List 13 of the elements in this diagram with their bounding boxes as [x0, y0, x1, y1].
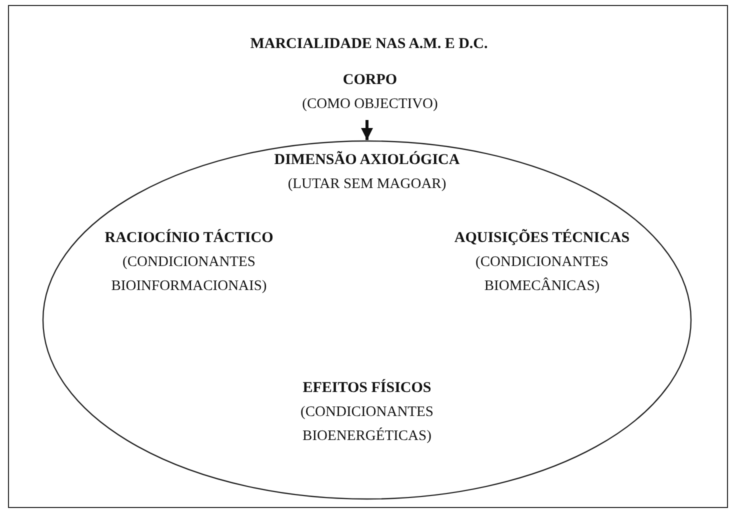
- heading-text: AQUISIÇÕES TÉCNICAS: [454, 230, 630, 247]
- heading-text: EFEITOS FÍSICOS: [302, 380, 432, 397]
- heading-text: RACIOCÍNIO TÁCTICO: [104, 230, 274, 247]
- heading-text: CORPO: [342, 72, 398, 89]
- diagram-title: MARCIALIDADE NAS A.M. E D.C.: [249, 36, 489, 53]
- subtitle-text: (CONDICIONANTES BIOENERGÉTICAS): [300, 403, 434, 446]
- subtitle-text: (CONDICIONANTES BIOMECÂNICAS): [474, 253, 610, 296]
- subtitle-text: (CONDICIONANTES BIOINFORMACIONAIS): [110, 253, 268, 296]
- arrow: [361, 120, 373, 140]
- subtitle-text: (LUTAR SEM MAGOAR): [288, 175, 446, 194]
- ellipse-shape: [42, 140, 692, 500]
- subtitle-text: (COMO OBJECTIVO): [302, 95, 438, 114]
- heading-text: DIMENSÃO AXIOLÓGICA: [274, 152, 460, 169]
